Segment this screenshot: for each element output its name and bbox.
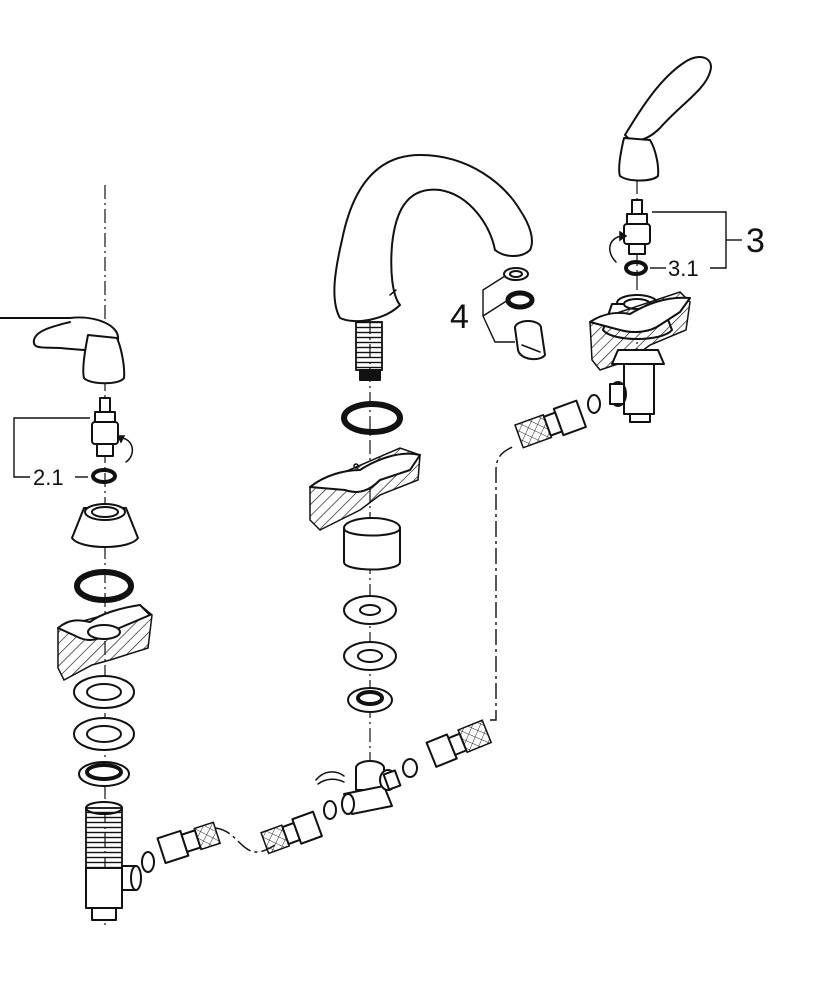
- tee-washer-left: [323, 800, 337, 820]
- aerator-set: 4: [450, 267, 546, 361]
- left-large-o-ring: [74, 569, 134, 603]
- spout-body: [333, 154, 533, 323]
- label-4: 4: [450, 298, 469, 336]
- left-handle-body: [82, 334, 126, 385]
- left-hose-washer: [141, 851, 155, 873]
- aerator-ring-2: [505, 290, 535, 310]
- left-cartridge: [91, 397, 119, 457]
- spout-sleeve: [343, 517, 401, 571]
- left-valve-body: [85, 801, 142, 921]
- tee-washer-right: [402, 758, 418, 778]
- center-hose-right: [425, 719, 493, 768]
- right-hose-end: [514, 399, 587, 449]
- spout-assembly: [260, 154, 533, 855]
- aerator-insert: [514, 320, 546, 361]
- right-handle-assembly: 3 3.1: [514, 56, 765, 449]
- spout-o-ring: [341, 401, 403, 435]
- left-small-o-ring: [91, 468, 117, 484]
- right-cartridge: [623, 199, 651, 255]
- right-handle-lever: [624, 56, 712, 142]
- right-handle-body: [618, 137, 660, 182]
- label-2-1: 2.1: [33, 465, 64, 490]
- retaining-clip: [315, 771, 345, 785]
- tee-connector: [341, 760, 402, 815]
- right-hose-washer: [587, 394, 601, 414]
- label-3: 3: [746, 222, 765, 260]
- left-handle-assembly: 2.1: [0, 316, 222, 921]
- label-3-1: 3.1: [668, 256, 699, 281]
- left-hose-end: [156, 821, 222, 865]
- right-small-o-ring: [624, 260, 648, 276]
- left-escutcheon: [71, 507, 139, 548]
- right-valve-body: [609, 349, 665, 423]
- center-hose-left: [260, 810, 323, 855]
